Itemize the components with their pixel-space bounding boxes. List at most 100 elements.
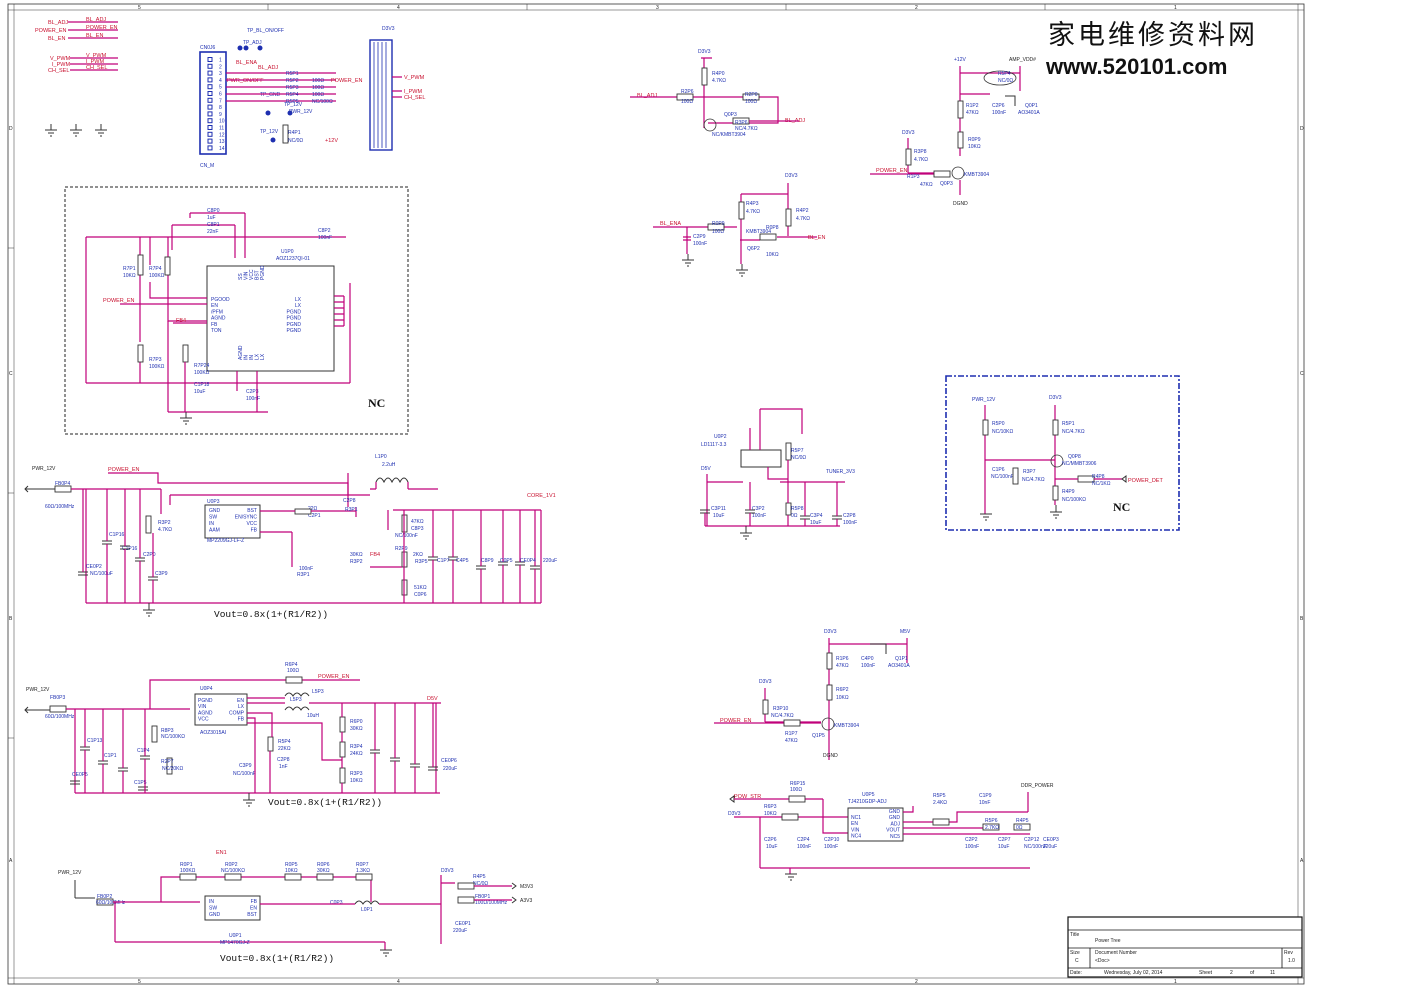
transistor-ref: Q6P2 — [747, 246, 760, 252]
resistor-ref: R3P7 — [1023, 469, 1036, 475]
border-col-label: 3 — [656, 5, 659, 11]
capacitor-ref: CE0P6 — [441, 758, 457, 764]
border-row-label: C — [9, 371, 13, 377]
capacitor-ref: C2P8 — [843, 513, 856, 519]
resistor-value: 4.7KΩ — [746, 209, 760, 215]
resistor-ref: R0P7 — [356, 862, 369, 868]
resistor-ref: R7P3 — [149, 357, 162, 363]
resistor-value: NC/0Ω — [998, 78, 1013, 84]
capacitor-ref: C2P2 — [965, 837, 978, 843]
resistor-ref: R4P1 — [288, 130, 301, 136]
net-label: POWER_EN — [876, 168, 908, 174]
net-label: PWR_12V — [58, 870, 82, 876]
resistor-ref: R5P2 — [286, 78, 299, 84]
net-label: V_PWM — [86, 53, 107, 59]
ic-pin-label: BST — [247, 508, 257, 514]
capacitor-ref: C2P7 — [998, 837, 1011, 843]
ic-pin-label: BST — [247, 912, 257, 918]
resistor-ref: R3P10 — [773, 706, 789, 712]
ic-ref: U1P0 — [281, 249, 294, 255]
resistor-value: 0Ω — [1016, 825, 1023, 831]
border-col-label: 4 — [397, 5, 400, 11]
of-label: of — [1250, 970, 1255, 976]
test-point-label: TP_BL_ON/OFF — [247, 28, 284, 34]
resistor-value: NC/100KΩ — [221, 868, 245, 874]
border-col-label: 4 — [397, 979, 400, 985]
resistor-value: 10KΩ — [123, 273, 136, 279]
ic-pin-label: SS — [238, 273, 244, 280]
resistor-ref: R2P0 — [745, 92, 758, 98]
capacitor-value: NC/100nF — [1024, 844, 1047, 850]
border-col-label: 1 — [1174, 5, 1177, 11]
border-row-label: D — [9, 126, 13, 132]
resistor-value: 2.4KΩ — [933, 800, 947, 806]
resistor-value: 100KΩ — [149, 364, 165, 370]
test-point-label: TP_GND — [260, 92, 281, 98]
resistor-ref: R3P2 — [158, 520, 171, 526]
ic-pin-label: GND — [209, 508, 221, 514]
ic-pin-label: LX — [255, 353, 261, 360]
ic-pin-label: VIN — [851, 827, 860, 833]
resistor-value: 24KΩ — [350, 751, 363, 757]
formula: Vout=0.8x(1+(R1/R2)) — [214, 609, 328, 620]
net-label: BL_ADJ — [86, 17, 106, 23]
capacitor-value: NC/100nF — [233, 771, 256, 777]
resistor-value: 30KΩ — [350, 726, 363, 732]
connector-pin — [207, 111, 213, 117]
net-label: PWR_12V — [32, 466, 56, 472]
border-col-label: 2 — [915, 5, 918, 11]
net-label: BL_ADJ — [637, 93, 657, 99]
ic-pin-label: /PFM — [211, 309, 223, 315]
ic-ref: U0P3 — [207, 499, 220, 505]
resistor-ref: R0P9 — [968, 137, 981, 143]
capacitor-ref: CE0P2 — [86, 564, 102, 570]
border-col-label: 5 — [138, 979, 141, 985]
connector-ref: CN0J6 — [200, 45, 216, 51]
resistor-value: 100KΩ — [180, 868, 196, 874]
ic-ref: U0P2 — [714, 434, 727, 440]
net-label: +12V — [325, 138, 338, 144]
nc-label: NC — [1113, 500, 1130, 514]
net-label: BL_EN — [808, 235, 825, 241]
ic-pin-label: EN — [237, 698, 244, 704]
connector-pin — [207, 63, 213, 69]
connector-pin-number: 8 — [219, 105, 222, 111]
resistor-value: 4.7KΩ — [158, 527, 172, 533]
ic-pin-label: IN — [244, 355, 250, 360]
resistor-value: 100Ω — [312, 85, 324, 91]
capacitor-value: 1nF — [279, 764, 288, 770]
resistor-ref: R4P0 — [712, 71, 725, 77]
capacitor-ref: C2P6 — [764, 837, 777, 843]
capacitor-ref: C1P16 — [109, 532, 125, 538]
test-point-label: TP_12V — [260, 129, 279, 135]
capacitor-value: 100nF — [861, 663, 875, 669]
capacitor-ref: C2P0 — [143, 552, 156, 558]
capacitor-value: 1uF — [207, 215, 216, 221]
ldo-circuit: U0P2 LD1117-3.3 R5P7 NC/0Ω D5V TUNER_3V3… — [700, 408, 857, 540]
connector-pin-number: 7 — [219, 98, 222, 104]
net-label: FB4 — [370, 552, 380, 558]
connector-pin-number: 5 — [219, 85, 222, 91]
resistor-value: 47KΩ — [785, 738, 798, 744]
connector-pin — [207, 104, 213, 110]
resistor-ref: R4P5 — [473, 874, 486, 880]
resistor-value: 100Ω — [287, 668, 299, 674]
capacitor-ref: C3P9 — [239, 763, 252, 769]
ic-pin-label: NC4 — [851, 834, 861, 840]
ic-pin-label: VCC — [246, 521, 257, 527]
resistor-value: R3P5 — [415, 559, 428, 565]
capacitor-ref: C8P9 — [481, 558, 494, 564]
resistor-ref: R1P3 — [907, 174, 920, 180]
resistor-value: 100Ω — [312, 92, 324, 98]
size-label: Size — [1070, 950, 1080, 956]
ic-pin-label: FB — [238, 717, 245, 723]
net-label: CH_SEL — [86, 65, 107, 71]
bead-value: 60Ω/100MHz — [96, 900, 126, 906]
ic-pin-label: FB — [251, 528, 258, 534]
net-label: D5V — [701, 466, 711, 472]
resistor-ref: R1P6 — [836, 656, 849, 662]
rev-label: Rev — [1284, 950, 1293, 956]
capacitor-ref: C3P11 — [711, 506, 726, 512]
capacitor-value: 220uF — [1043, 844, 1057, 850]
resistor-ref: R4P9 — [1062, 489, 1075, 495]
